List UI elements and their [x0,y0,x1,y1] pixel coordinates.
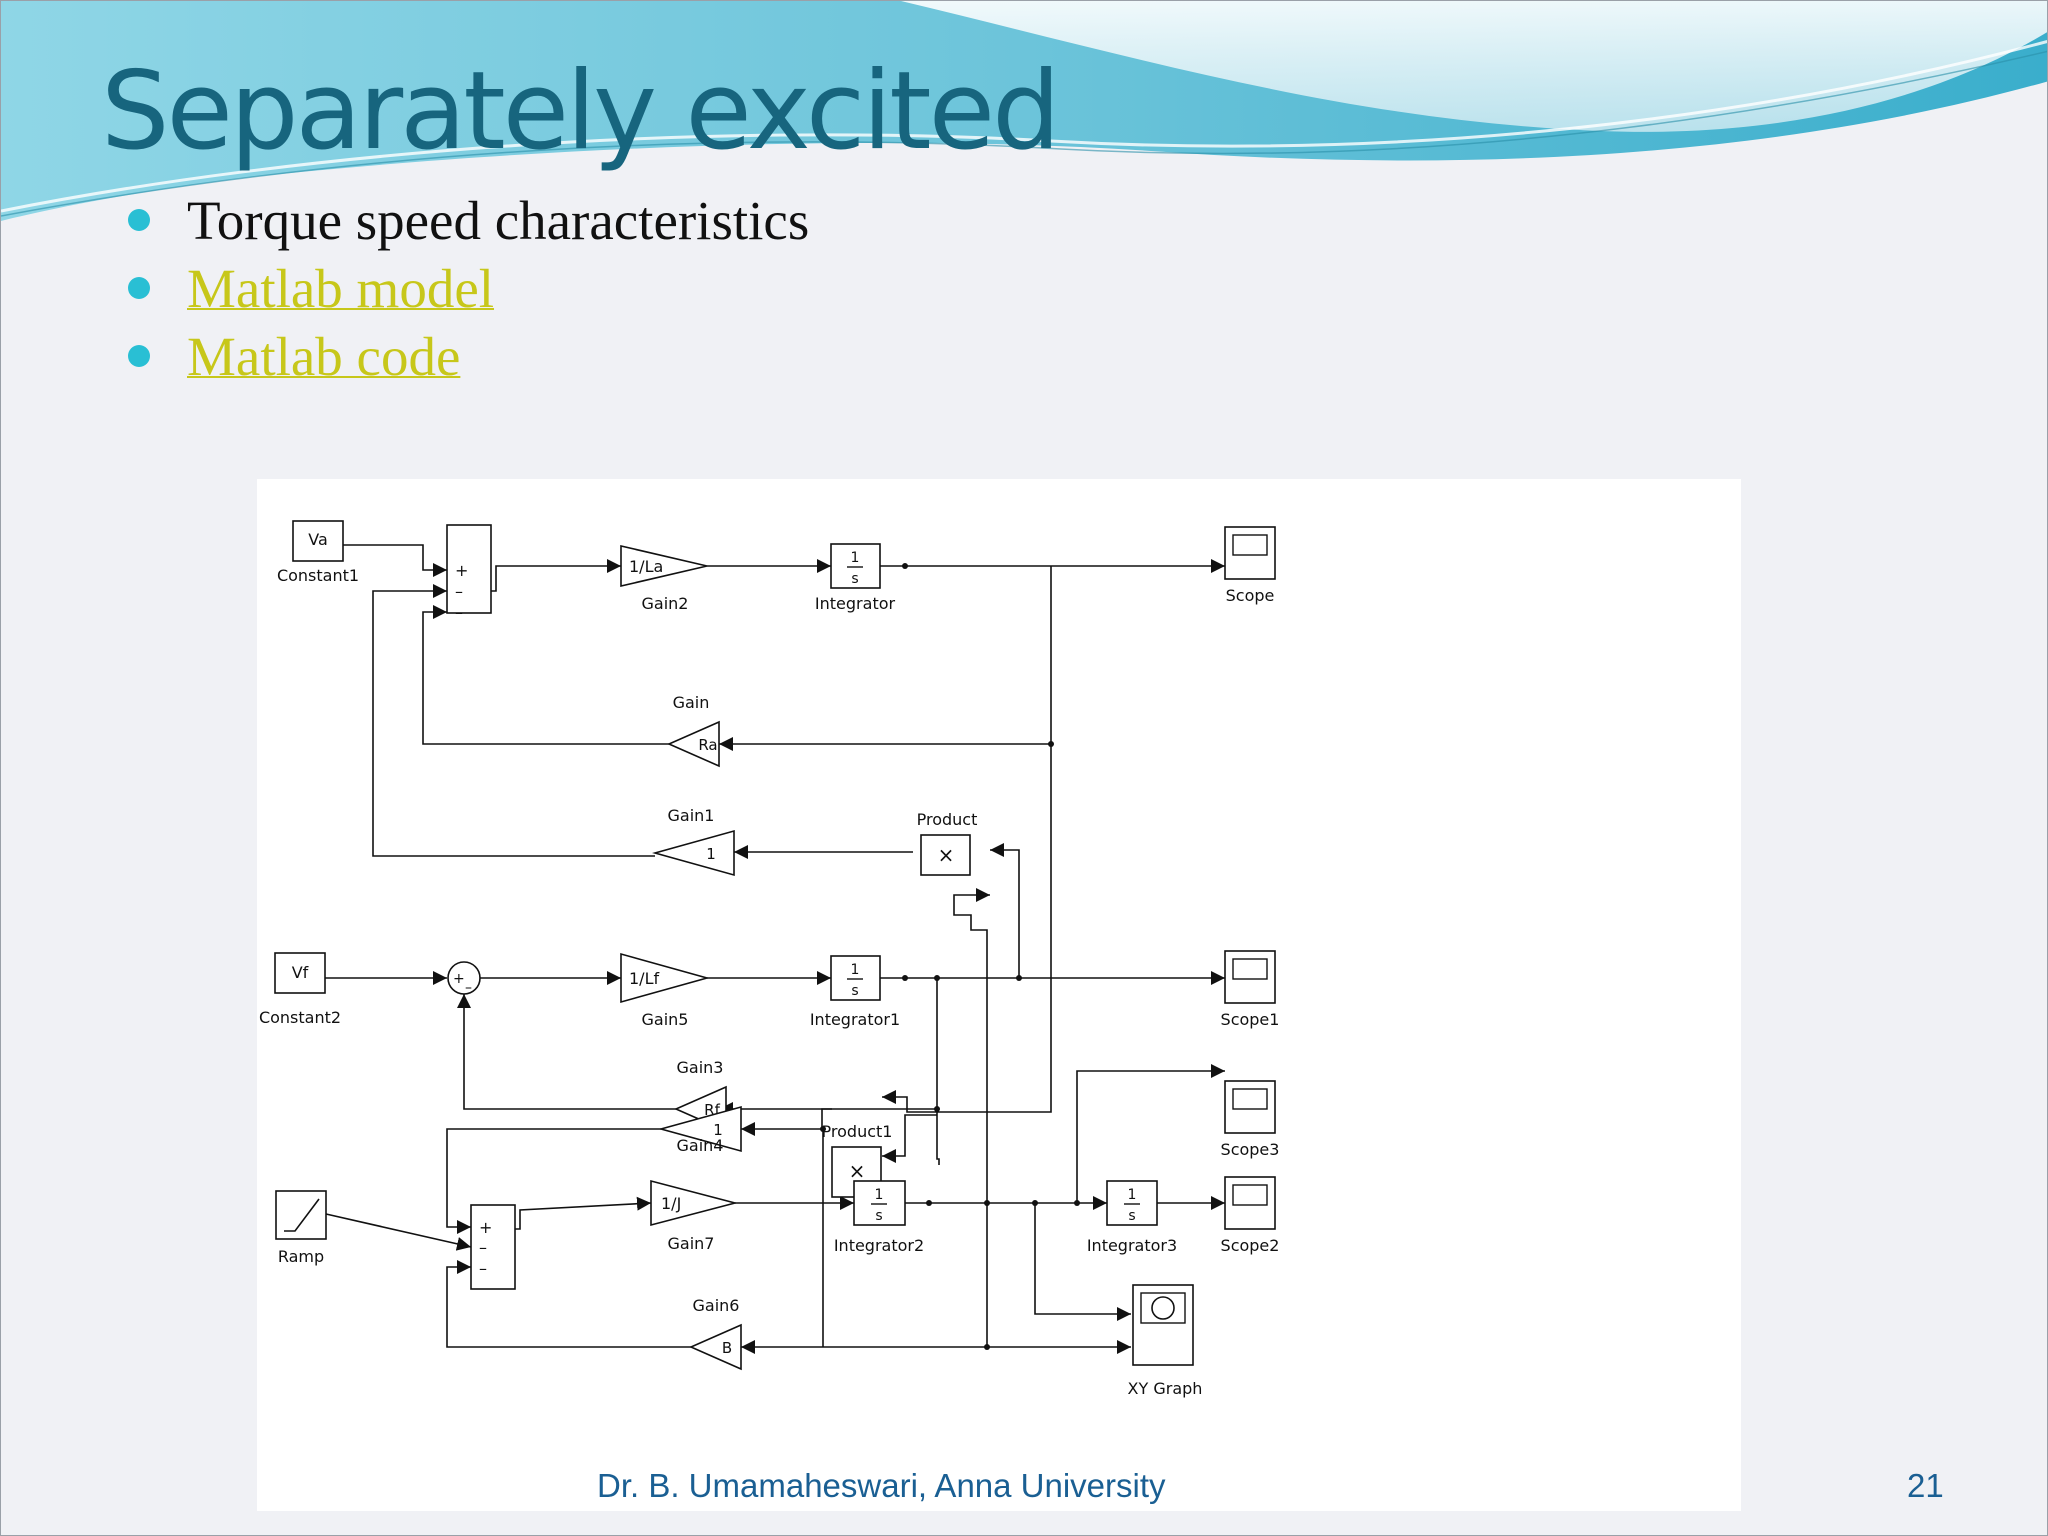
gain3-label: Gain3 [677,1058,724,1077]
slide-title: Separately excited [101,49,1061,174]
gain-block[interactable]: Ra Gain [667,693,720,768]
simulink-diagram: Va Constant1 + – – 1/La Gain2 1 s [257,479,1741,1511]
integrator1-block[interactable]: 1 s Integrator1 [810,955,900,1029]
integrator2-num: 1 [875,1187,884,1203]
sum1-sign: – [455,582,463,601]
sum1-sign: – [455,603,463,622]
gain6-label: Gain6 [693,1296,740,1315]
integrator3-num: 1 [1128,1187,1137,1203]
constant1-block[interactable]: Va Constant1 [277,520,359,585]
constant1-label: Constant1 [277,566,359,585]
gain2-label: Gain2 [642,594,689,613]
signal-wires [325,544,1225,1354]
gain7-label: Gain7 [668,1234,715,1253]
gain6-value: B [722,1339,732,1357]
integrator-block[interactable]: 1 s Integrator [815,543,896,613]
bullet-dot-icon [128,277,150,299]
sum3-sign: – [479,1238,487,1257]
gain4-label: Gain4 [677,1136,724,1155]
gain2-value: 1/La [629,557,663,576]
slide-number: 21 [1907,1467,1944,1504]
scope-label: Scope [1226,586,1275,605]
integrator2-den: s [875,1208,882,1224]
bullet-dot-icon [128,345,150,367]
sum2-block[interactable]: + – [447,961,481,996]
sum1-sign: + [455,561,468,580]
header-wave-decoration [1,1,2047,221]
product-block[interactable]: × Product [917,810,978,876]
product-symbol: × [938,843,955,867]
scope2-block[interactable]: Scope2 [1221,1176,1280,1255]
integrator2-label: Integrator2 [834,1236,924,1255]
gain1-block[interactable]: 1 Gain1 [652,806,735,877]
bullet-list: Torque speed characteristics Matlab mode… [125,187,809,391]
xygraph-block[interactable]: XY Graph [1128,1284,1203,1398]
gain1-value: 1 [706,845,716,863]
gain5-value: 1/Lf [629,969,659,988]
product1-symbol: × [849,1159,866,1183]
gain1-label: Gain1 [668,806,715,825]
integrator-num: 1 [851,550,860,566]
ramp-block[interactable]: Ramp [275,1190,327,1266]
gain5-label: Gain5 [642,1010,689,1029]
sum2-sign: – [465,980,472,996]
integrator1-label: Integrator1 [810,1010,900,1029]
bullet-item: Matlab model [125,255,809,323]
gain-value: Ra [698,736,717,754]
gain7-block[interactable]: 1/J Gain7 [650,1179,739,1253]
integrator-label: Integrator [815,594,896,613]
scope1-block[interactable]: Scope1 [1221,950,1280,1029]
scope1-label: Scope1 [1221,1010,1280,1029]
product-label: Product [917,810,978,829]
xygraph-label: XY Graph [1128,1379,1203,1398]
constant1-value: Va [308,530,328,549]
sum1-block[interactable]: + – – [446,524,492,622]
scope3-label: Scope3 [1221,1140,1280,1159]
gain-label: Gain [673,693,710,712]
matlab-model-link[interactable]: Matlab model [187,258,495,319]
junction-dots [820,563,1080,1350]
scope-block[interactable]: Scope [1224,526,1276,605]
integrator3-block[interactable]: 1 s Integrator3 [1087,1180,1177,1255]
bullet-dot-icon [128,209,150,231]
integrator3-label: Integrator3 [1087,1236,1177,1255]
integrator3-den: s [1128,1208,1135,1224]
ramp-label: Ramp [278,1247,324,1266]
bullet-item: Torque speed characteristics [125,187,809,255]
gain4-value: 1 [713,1121,723,1139]
gain2-block[interactable]: 1/La Gain2 [620,544,708,613]
constant2-value: Vf [292,963,309,982]
integrator-den: s [851,571,858,587]
footer-author: Dr. B. Umamaheswari, Anna University [597,1467,1166,1504]
gain5-block[interactable]: 1/Lf Gain5 [620,952,710,1029]
constant2-block[interactable]: Vf Constant2 [259,952,341,1027]
constant2-label: Constant2 [259,1008,341,1027]
gain6-block[interactable]: B Gain6 [689,1296,742,1371]
sum2-sign: + [453,971,465,987]
integrator2-block[interactable]: 1 s Integrator2 [834,1180,924,1255]
integrator1-den: s [851,983,858,999]
sum3-block[interactable]: + – – [470,1204,516,1290]
scope3-block[interactable]: Scope3 [1221,1080,1280,1159]
product1-label: Product1 [822,1122,893,1141]
sum3-sign: – [479,1259,487,1278]
bullet-text: Torque speed characteristics [187,190,810,251]
gain7-value: 1/J [661,1194,681,1213]
gain4-block[interactable]: 1 Gain4 [657,1105,742,1155]
integrator1-num: 1 [851,962,860,978]
scope2-label: Scope2 [1221,1236,1280,1255]
bullet-item: Matlab code [125,323,809,391]
matlab-code-link[interactable]: Matlab code [187,326,461,387]
sum3-sign: + [479,1218,492,1237]
